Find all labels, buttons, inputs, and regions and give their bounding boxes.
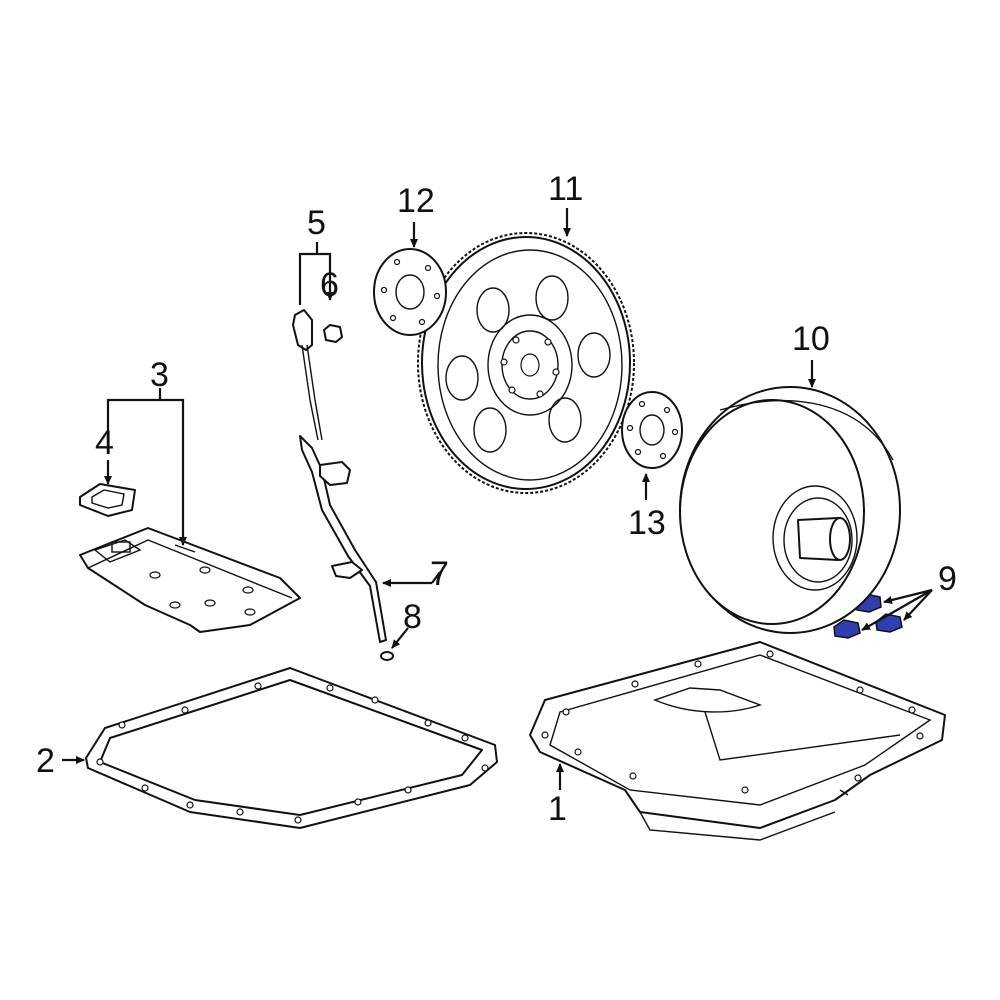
callout-1: 1 bbox=[548, 763, 567, 828]
callout-10-label: 10 bbox=[792, 320, 830, 358]
callout-5: 5 bbox=[298, 204, 334, 305]
callout-8-label: 8 bbox=[403, 598, 422, 636]
callout-10: 10 bbox=[792, 320, 830, 388]
callout-9: 9 bbox=[861, 560, 957, 631]
callout-3-label: 3 bbox=[150, 356, 169, 394]
callout-6-label: 6 bbox=[320, 266, 339, 304]
flywheel[interactable] bbox=[417, 232, 635, 494]
callout-11-label: 11 bbox=[548, 170, 583, 208]
callout-13: 13 bbox=[628, 473, 666, 542]
dipstick[interactable] bbox=[292, 309, 323, 441]
callout-2: 2 bbox=[36, 742, 85, 780]
flywheel-spacer-front[interactable] bbox=[373, 248, 447, 336]
dipstick-nut[interactable] bbox=[323, 324, 343, 343]
flywheel-spacer-rear[interactable] bbox=[621, 391, 683, 469]
callout-4-label: 4 bbox=[95, 424, 114, 462]
transmission-filter[interactable] bbox=[79, 527, 301, 633]
filter-seal[interactable] bbox=[79, 483, 136, 517]
dipstick-tube[interactable] bbox=[299, 435, 387, 643]
callout-5-label: 5 bbox=[307, 204, 326, 242]
callout-12: 12 bbox=[397, 182, 435, 248]
torque-converter[interactable] bbox=[679, 386, 901, 634]
callout-8: 8 bbox=[391, 598, 422, 649]
callout-4: 4 bbox=[95, 424, 114, 485]
callout-3: 3 bbox=[106, 356, 187, 546]
callout-12-label: 12 bbox=[397, 182, 435, 220]
callout-11: 11 bbox=[548, 170, 583, 237]
callout-7: 7 bbox=[382, 555, 449, 593]
oil-pan[interactable] bbox=[529, 641, 946, 841]
callout-7-label: 7 bbox=[430, 555, 449, 593]
o-ring[interactable] bbox=[380, 651, 394, 661]
pan-gasket[interactable] bbox=[85, 667, 498, 829]
callout-9-label: 9 bbox=[938, 560, 957, 598]
callout-13-label: 13 bbox=[628, 504, 666, 542]
callout-1-label: 1 bbox=[548, 790, 567, 828]
callout-2-label: 2 bbox=[36, 742, 55, 780]
